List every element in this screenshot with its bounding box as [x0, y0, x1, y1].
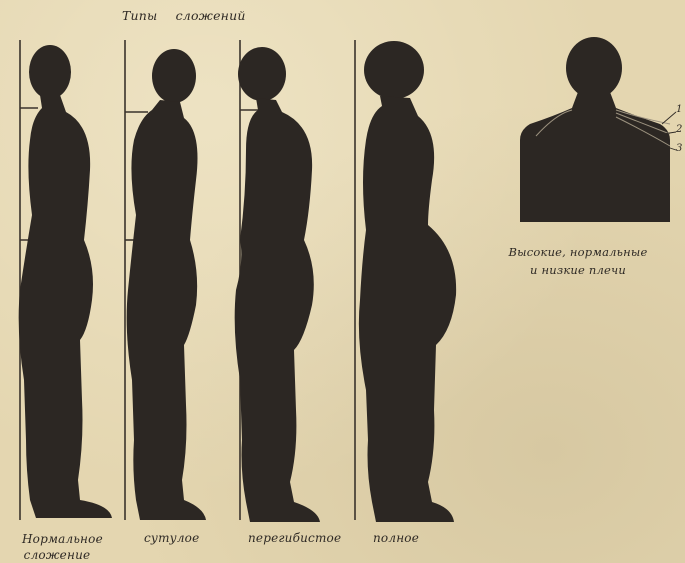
marker-2: 2	[676, 124, 682, 135]
label-normal: Нормальное сложение	[22, 531, 92, 563]
silhouette-normal	[19, 45, 112, 518]
silhouette-full	[359, 41, 456, 522]
marker-3: 3	[676, 143, 682, 154]
shoulders-caption: Высокие, нормальные и низкие плечи	[504, 243, 652, 279]
silhouette-stooped	[127, 49, 206, 520]
silhouette-swayback	[235, 47, 320, 522]
leader-1	[662, 112, 676, 124]
label-normal-line1: Нормальное	[22, 531, 92, 547]
diagram-title: Типы сложений	[122, 8, 246, 23]
label-normal-line2: сложение	[22, 547, 92, 563]
label-full: полное	[373, 531, 419, 545]
marker-1: 1	[676, 104, 682, 115]
label-swayback: перегибистое	[248, 531, 341, 545]
label-stooped: сутулое	[144, 531, 199, 545]
